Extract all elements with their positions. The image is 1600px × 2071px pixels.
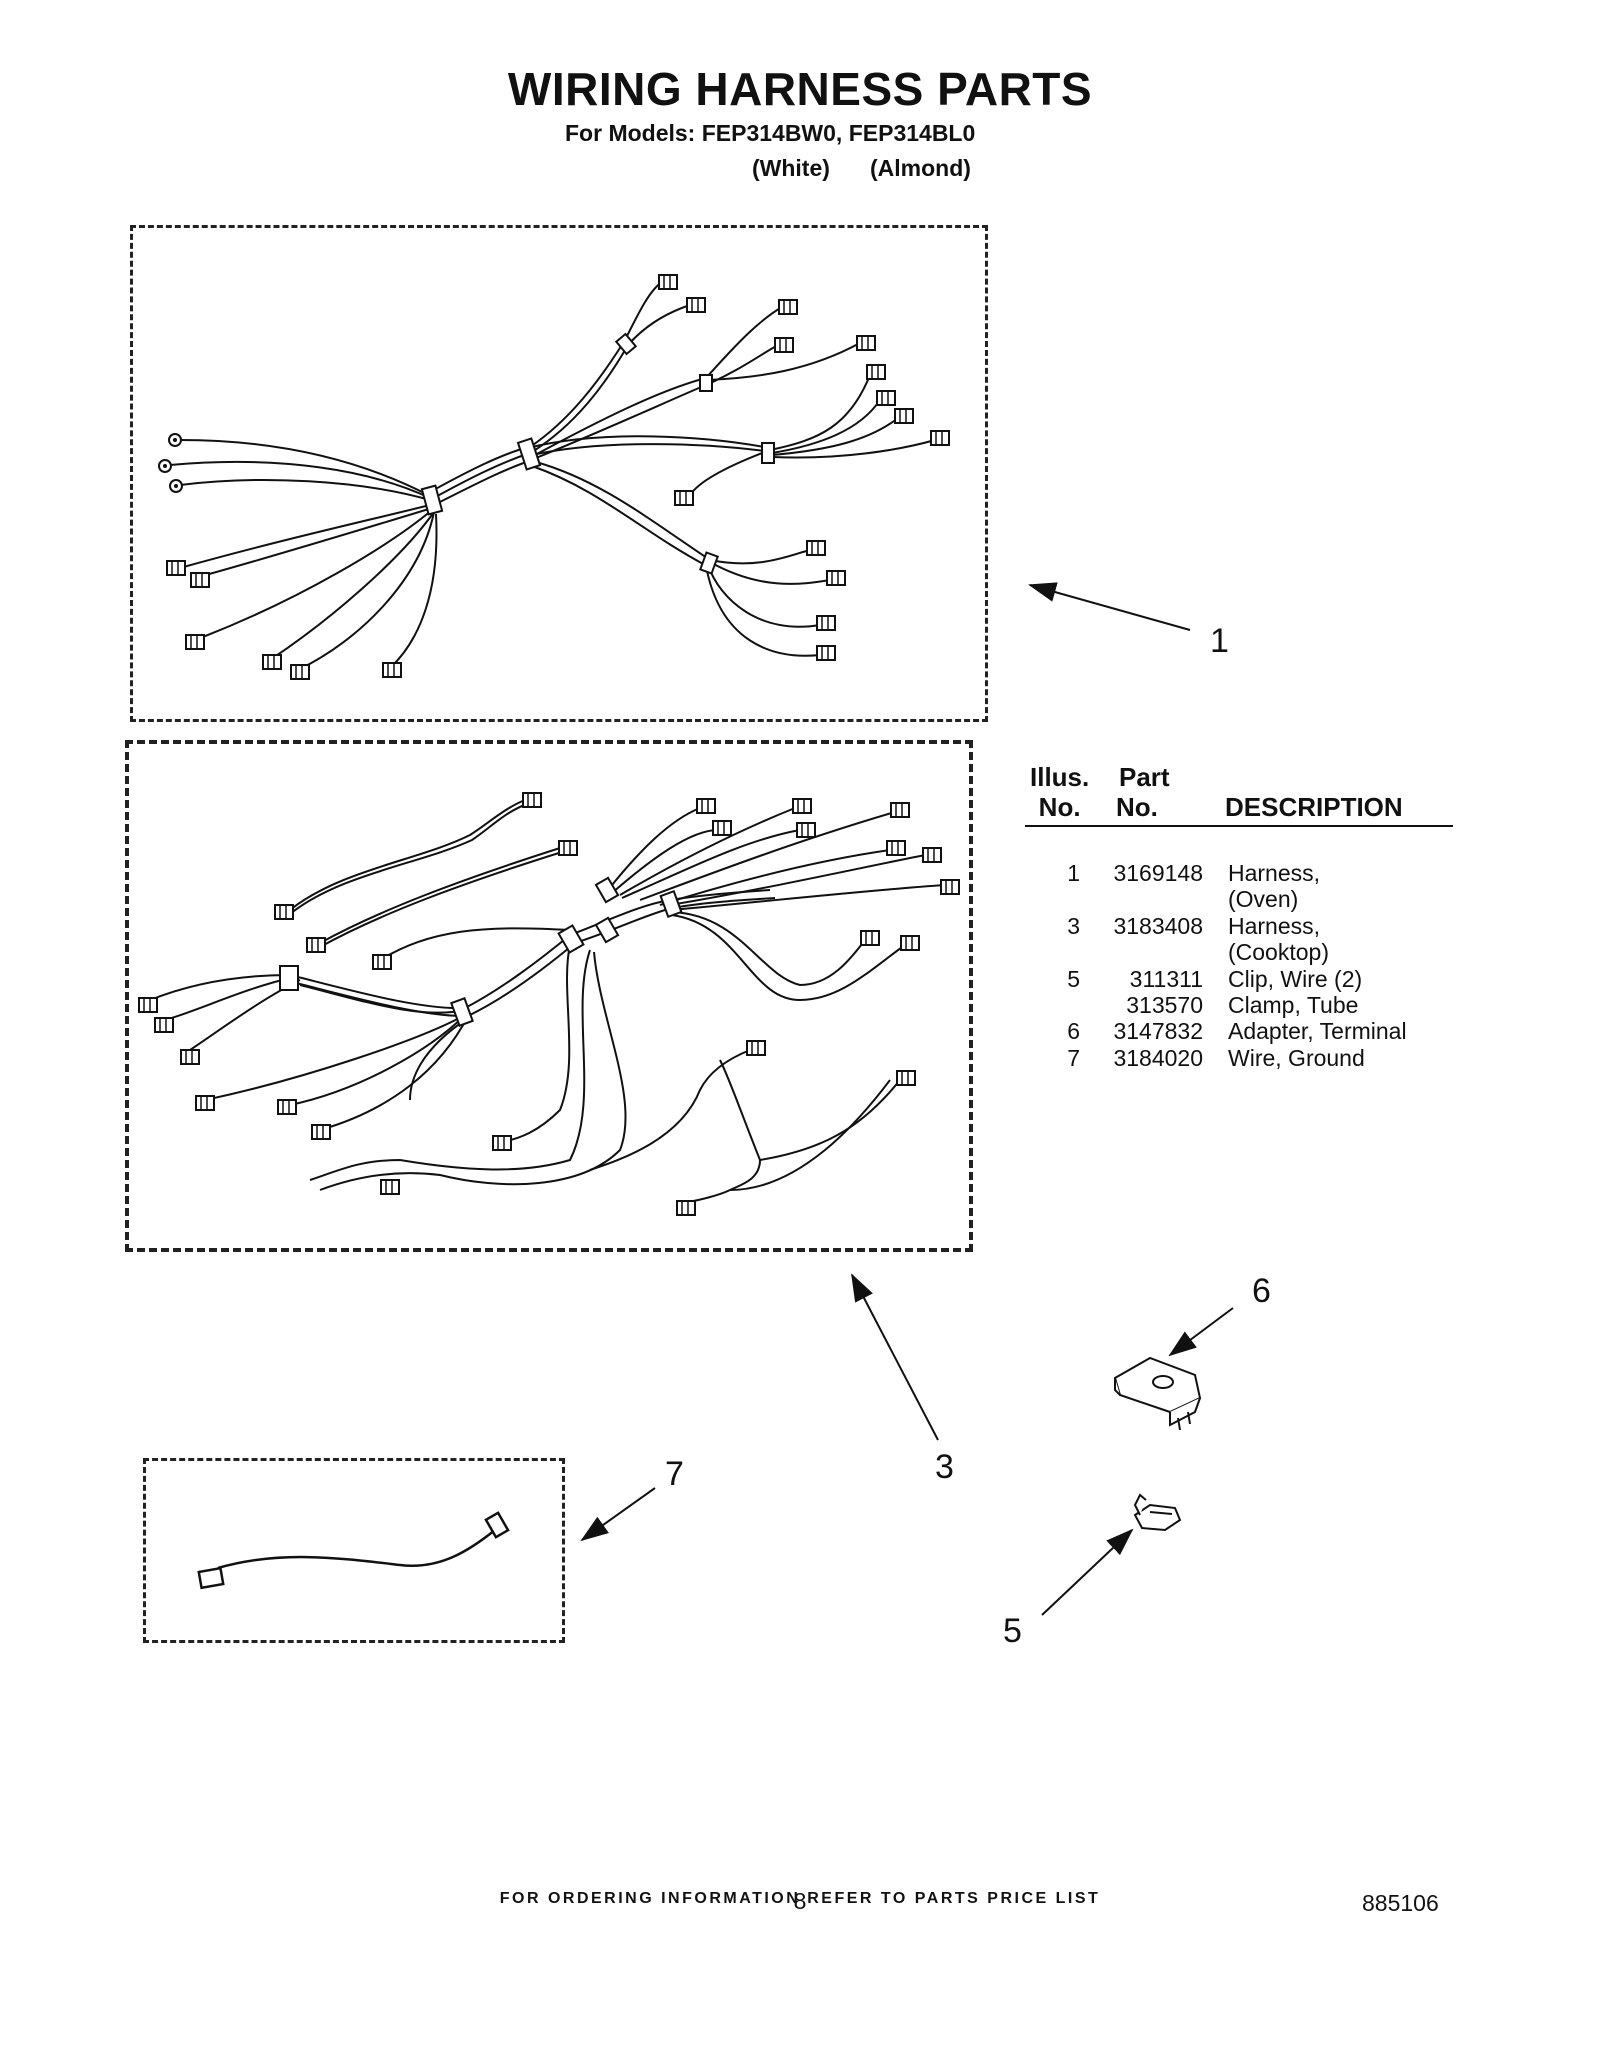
table-cell-part: 3183408 [1113, 912, 1203, 939]
table-cell-part: 3147832 [1113, 1018, 1203, 1045]
table-cell-desc: (Oven) [1228, 886, 1299, 913]
table-cell-illus: 7 [1067, 1044, 1080, 1071]
table-cell-desc: (Cooktop) [1228, 939, 1329, 966]
table-cell-desc: Clamp, Tube [1228, 992, 1359, 1018]
table-cell-desc: Clip, Wire (2) [1228, 965, 1363, 992]
oven-harness-drawing [169, 281, 936, 671]
callout-arrows [580, 582, 1234, 1616]
table-cell-desc: Harness, [1228, 912, 1321, 939]
table-cell-desc: Harness, [1228, 860, 1321, 886]
table-cell-part: 3169148 [1113, 860, 1203, 886]
table-cell-illus: 5 [1067, 965, 1080, 992]
table-header-rule [1025, 825, 1453, 827]
table-cell-part: 313570 [1126, 992, 1203, 1018]
model-color-almond: (Almond) [870, 155, 971, 181]
oven-harness-frame [130, 225, 988, 722]
callout-6: 6 [1252, 1272, 1271, 1310]
callout-7: 7 [665, 1455, 684, 1493]
document-number: 885106 [1362, 1890, 1439, 1916]
wire-clip-drawing [1133, 1493, 1182, 1532]
header-part: Part No. [1116, 762, 1170, 822]
ordering-note: FOR ORDERING INFORMATION REFER TO PARTS … [499, 1890, 1101, 1907]
table-cell-desc: Adapter, Terminal [1228, 1018, 1407, 1045]
callout-1: 1 [1210, 622, 1229, 660]
models-line: For Models: FEP314BW0, FEP314BL0 [565, 120, 976, 146]
page-number: 8 [793, 1888, 807, 1914]
table-cell-part: 311311 [1129, 965, 1203, 992]
header-illus: Illus. No. [1030, 762, 1090, 822]
callout-3: 3 [935, 1448, 954, 1486]
ground-wire-drawing [197, 1511, 510, 1590]
table-cell-illus: 1 [1067, 860, 1080, 886]
cooktop-harness-drawing [149, 799, 946, 1203]
cooktop-harness-frame [125, 740, 973, 1252]
table-cell-illus: 6 [1067, 1018, 1080, 1045]
callout-5: 5 [1003, 1612, 1022, 1650]
model-color-white: (White) [752, 155, 830, 181]
oven-harness-connectors [158, 274, 950, 680]
table-cell-part: 3184020 [1113, 1044, 1203, 1071]
table-cell-desc: Wire, Ground [1228, 1044, 1365, 1071]
header-description: DESCRIPTION [1225, 792, 1403, 822]
ground-wire-frame [143, 1458, 565, 1643]
page-title: WIRING HARNESS PARTS [507, 63, 1093, 115]
terminal-adapter-drawing [1113, 1356, 1202, 1431]
table-cell-illus: 3 [1067, 912, 1080, 939]
